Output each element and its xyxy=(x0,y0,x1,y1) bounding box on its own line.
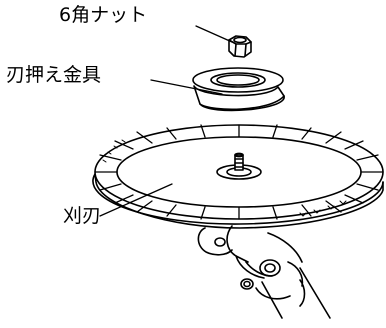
hex-nut xyxy=(228,35,252,58)
gear-case xyxy=(197,225,331,319)
nut-label: 6角ナット xyxy=(59,4,148,26)
blade-label: 刈刃 xyxy=(63,205,102,227)
blade-holder xyxy=(192,67,285,112)
blade-holder-label: 刃押え金具 xyxy=(6,64,102,86)
leader-line-blade xyxy=(99,183,173,217)
leader-line-blade-holder xyxy=(150,79,223,95)
blade-disc xyxy=(92,124,384,229)
leader-line-nut xyxy=(195,25,233,43)
